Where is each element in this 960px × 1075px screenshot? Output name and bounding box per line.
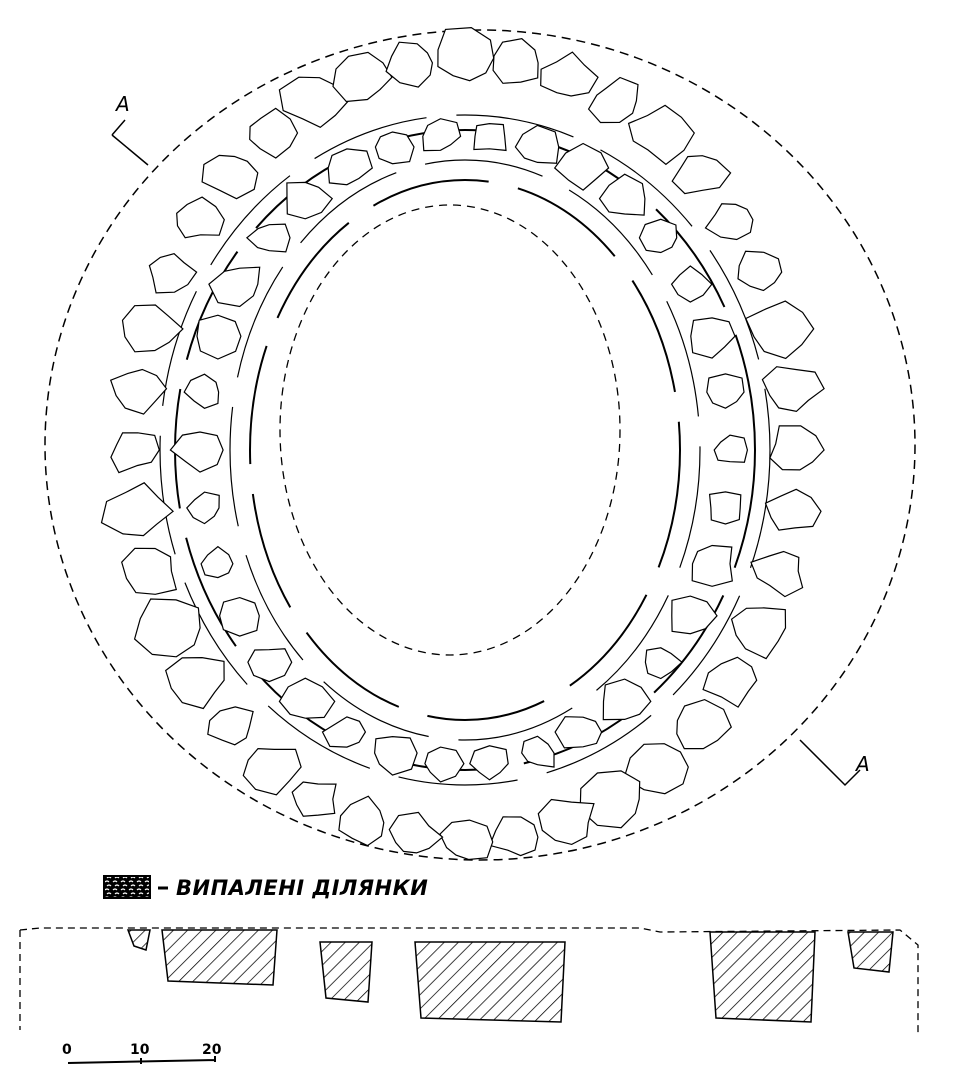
- stone-block: [424, 746, 465, 783]
- section-mark-a-end: А: [856, 752, 870, 776]
- stone-block: [690, 317, 736, 359]
- section-mark-a-start: А: [116, 92, 130, 116]
- stone-block: [514, 124, 560, 164]
- section-pits: [126, 929, 894, 1023]
- stone-block: [521, 735, 555, 768]
- stone-block: [670, 265, 713, 303]
- stone-block: [769, 425, 825, 471]
- stone-block: [602, 678, 652, 721]
- section-pit: [414, 941, 566, 1023]
- stone-block: [537, 798, 595, 846]
- stone-block: [671, 595, 718, 635]
- stone-block: [488, 816, 539, 857]
- stone-block: [183, 373, 220, 409]
- stone-block: [121, 304, 184, 353]
- stone-block: [169, 431, 224, 473]
- section-pit: [161, 929, 278, 986]
- stone-block: [176, 196, 225, 239]
- stone-block: [278, 677, 336, 719]
- stone-block: [207, 706, 254, 746]
- section-pit: [126, 929, 151, 951]
- stone-ring-arc: [229, 159, 701, 741]
- stone-block: [764, 488, 822, 531]
- stone-block: [553, 142, 610, 191]
- stone-block: [704, 203, 754, 241]
- stone-block: [627, 104, 696, 166]
- stone-block: [373, 735, 418, 776]
- stone-block: [327, 148, 374, 186]
- stone-block: [321, 716, 367, 748]
- stone-block: [218, 596, 260, 637]
- stone-block: [761, 366, 825, 413]
- stone-block: [644, 647, 683, 680]
- section-pit: [709, 931, 816, 1023]
- stone-block: [713, 434, 749, 463]
- stone-block: [110, 432, 160, 474]
- stone-block: [708, 491, 742, 525]
- stone-block: [200, 545, 234, 579]
- stone-block: [100, 482, 175, 537]
- stone-block: [750, 550, 804, 598]
- stone-block: [338, 795, 385, 847]
- scale-bar: [67, 1056, 216, 1064]
- stone-block: [492, 38, 539, 84]
- section-pit: [847, 931, 894, 973]
- stone-block: [247, 648, 293, 683]
- stone-block: [702, 656, 758, 708]
- stone-block: [422, 118, 462, 152]
- stone-block: [691, 544, 733, 587]
- stone-block: [706, 373, 745, 409]
- stone-blocks: [100, 26, 825, 861]
- inner-dashed-boundary: [279, 204, 621, 656]
- stone-block: [121, 547, 178, 595]
- stone-block: [469, 745, 509, 781]
- stone-block: [109, 368, 168, 415]
- stone-block: [671, 155, 732, 195]
- stone-block: [385, 41, 434, 88]
- stone-block: [133, 598, 201, 658]
- stone-block: [291, 781, 337, 817]
- stone-block: [638, 218, 678, 254]
- stone-rings: [159, 114, 771, 786]
- section-line-a-end: [799, 739, 861, 787]
- stone-block: [186, 491, 220, 525]
- stone-block: [437, 26, 495, 82]
- stone-block: [676, 698, 733, 750]
- burnt-area-swatch-icon: [103, 875, 151, 899]
- stone-block: [730, 607, 787, 660]
- stone-block: [245, 223, 291, 253]
- section-profile-outline: [19, 927, 919, 1035]
- stone-block: [745, 300, 815, 360]
- stone-block: [374, 131, 415, 165]
- stone-block: [196, 314, 242, 360]
- stone-block: [278, 76, 350, 129]
- stone-ring-arc: [249, 179, 681, 721]
- stone-block: [201, 154, 259, 200]
- scale-tick-10: 10: [130, 1042, 150, 1058]
- stone-block: [737, 250, 783, 292]
- stone-block: [473, 122, 507, 152]
- stone-block: [332, 51, 393, 103]
- section-pit: [319, 941, 373, 1003]
- stone-block: [165, 656, 225, 710]
- stone-block: [540, 51, 599, 97]
- legend-label: ВИПАЛЕНІ ДІЛЯНКИ: [176, 876, 429, 900]
- stone-block: [242, 747, 302, 796]
- scale-tick-20: 20: [202, 1042, 222, 1058]
- stone-block: [208, 266, 261, 308]
- stone-block: [439, 819, 494, 861]
- stone-block: [286, 181, 334, 220]
- scale-tick-0: 0: [62, 1042, 72, 1058]
- stone-block: [598, 173, 646, 216]
- section-line-a-start: [111, 119, 149, 166]
- stone-block: [587, 76, 639, 124]
- stone-ring-arc: [159, 114, 771, 786]
- outer-dashed-boundary: [44, 29, 916, 861]
- stone-block: [388, 811, 444, 854]
- stone-block: [579, 770, 641, 829]
- stone-block: [249, 107, 299, 159]
- stone-block: [554, 716, 603, 749]
- stone-block: [148, 253, 198, 294]
